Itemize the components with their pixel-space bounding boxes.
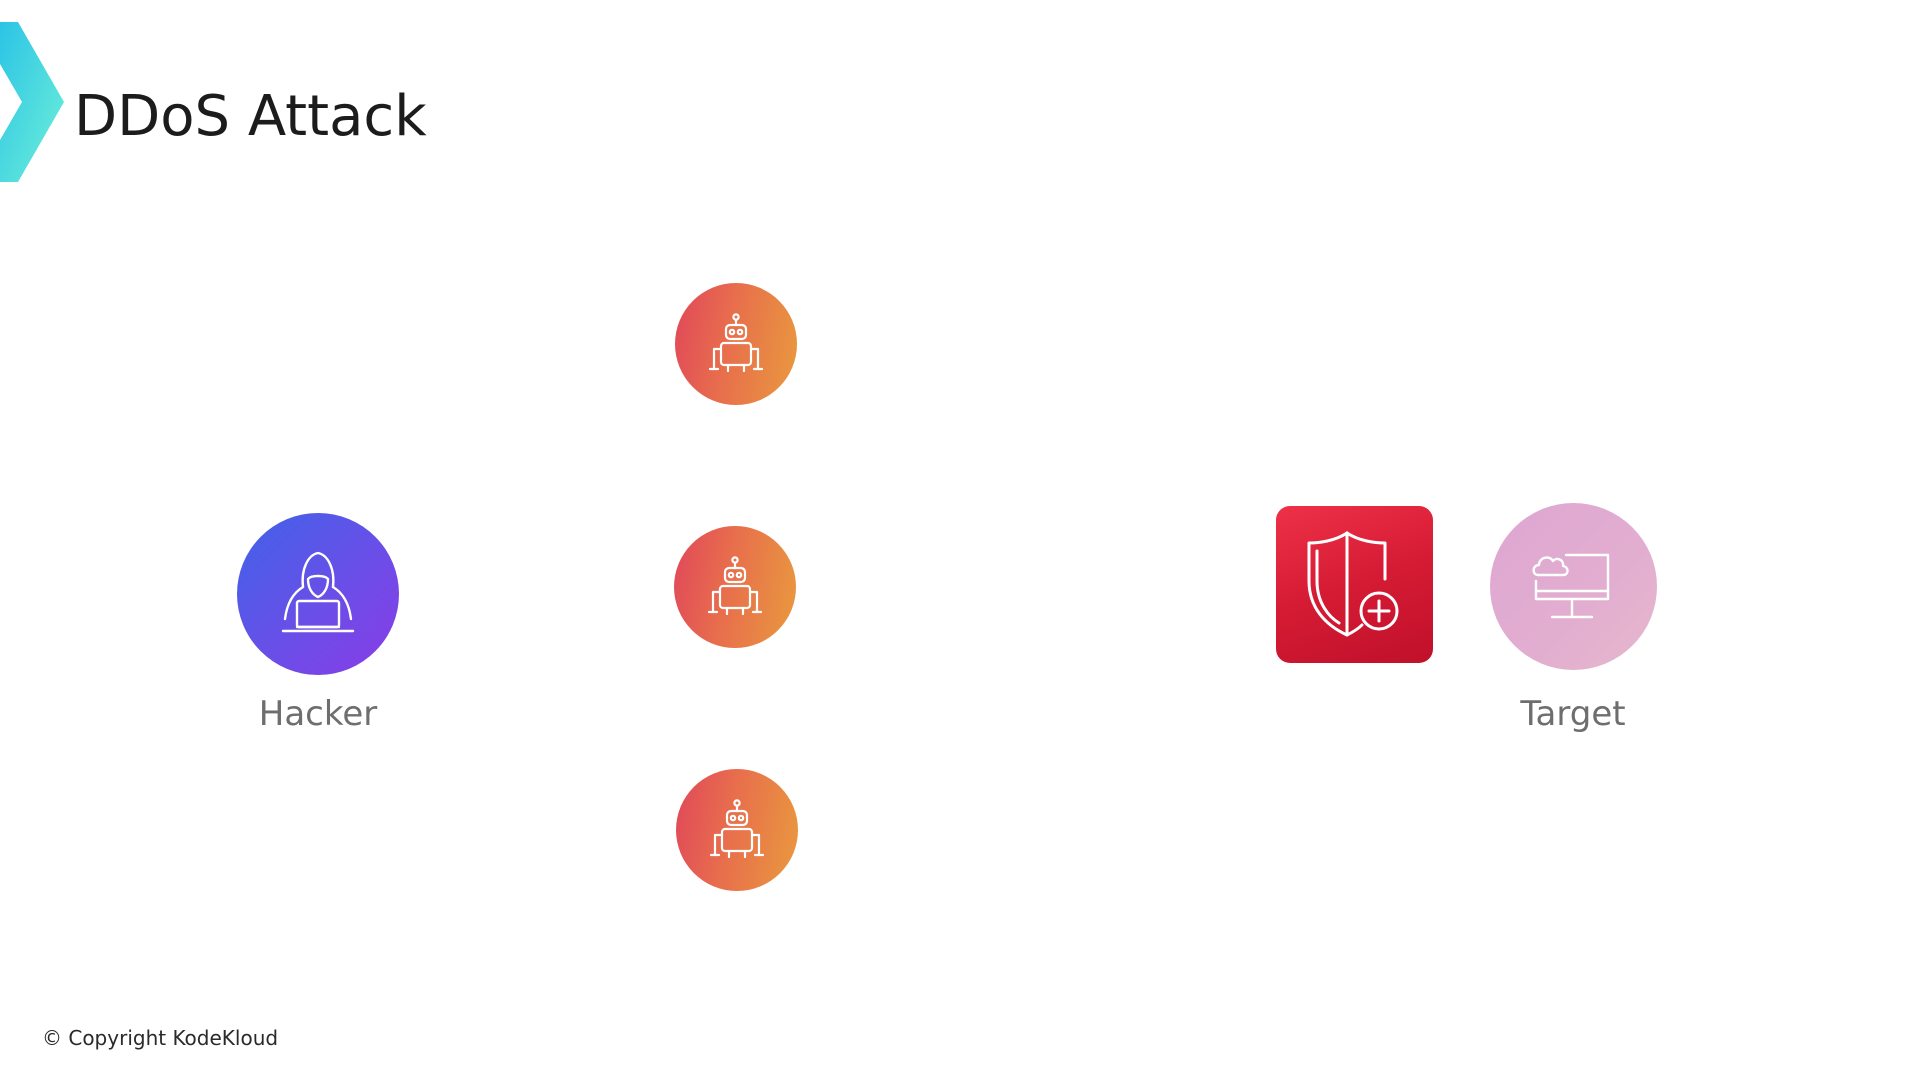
hacker-label: Hacker: [258, 694, 378, 734]
robot-icon: [709, 799, 765, 859]
robot-icon: [708, 313, 764, 373]
bot-node: [674, 526, 796, 648]
brand-chevron-icon: [0, 22, 64, 182]
target-label: Target: [1520, 694, 1626, 734]
target-node: [1490, 503, 1657, 670]
bot-node: [675, 283, 797, 405]
copyright-footer: © Copyright KodeKloud: [42, 1026, 279, 1050]
hacker-node: [237, 513, 399, 675]
shield-protection-node: [1276, 506, 1433, 663]
page-title: DDoS Attack: [74, 84, 427, 149]
robot-icon: [707, 556, 763, 616]
cloud-monitor-icon: [1531, 553, 1609, 618]
hacker-laptop-icon: [281, 551, 355, 633]
bot-node: [676, 769, 798, 891]
shield-plus-icon: [1307, 531, 1398, 636]
